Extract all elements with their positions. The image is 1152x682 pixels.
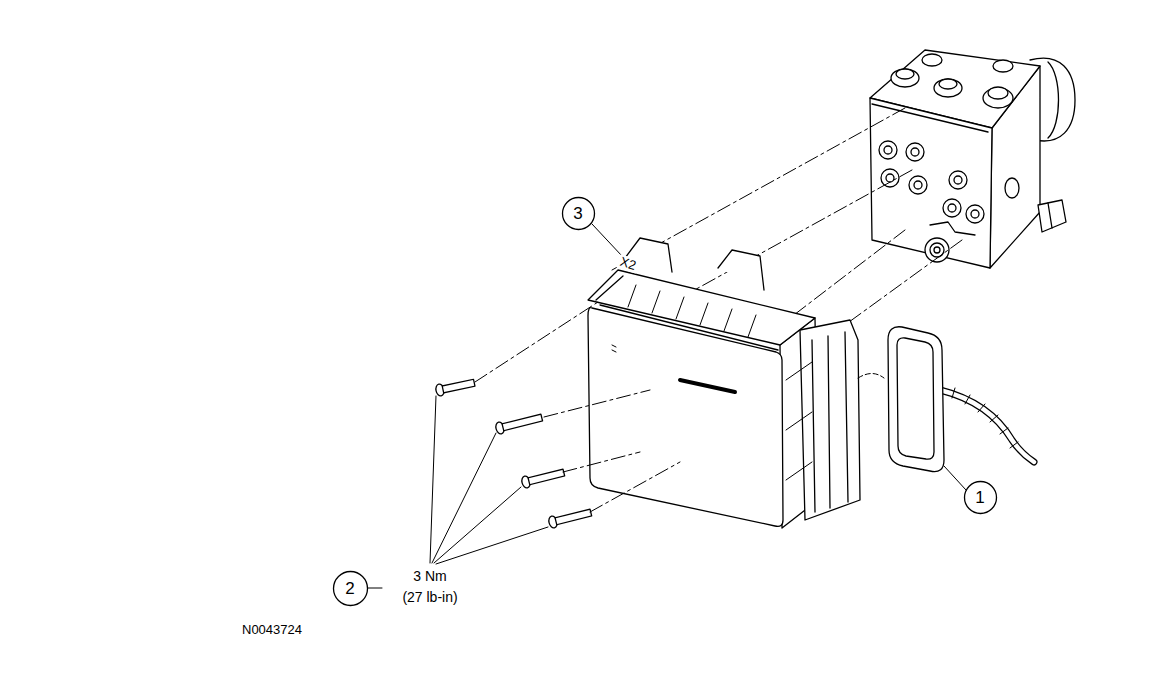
harness-connector [888, 327, 1034, 472]
torque-value: 3 Nm [413, 569, 446, 584]
control-module [588, 238, 860, 528]
hydraulic-unit [870, 50, 1075, 268]
callout-circle-shape [562, 197, 594, 229]
callout-number: 2 [345, 580, 354, 597]
leader-lines [368, 224, 966, 588]
callout-circle-shape [333, 571, 367, 605]
callout-circle-shape [964, 481, 996, 513]
callout-circle: 3 [561, 196, 596, 231]
callout-circle: 1 [963, 480, 998, 515]
bolts [435, 377, 592, 529]
torque-value: (27 lb-in) [402, 590, 457, 605]
callout-number: 3 [573, 205, 582, 222]
figure-number: N0043724 [242, 623, 302, 637]
callout-circle: 2 [332, 570, 369, 607]
callout-number: 1 [975, 489, 984, 506]
